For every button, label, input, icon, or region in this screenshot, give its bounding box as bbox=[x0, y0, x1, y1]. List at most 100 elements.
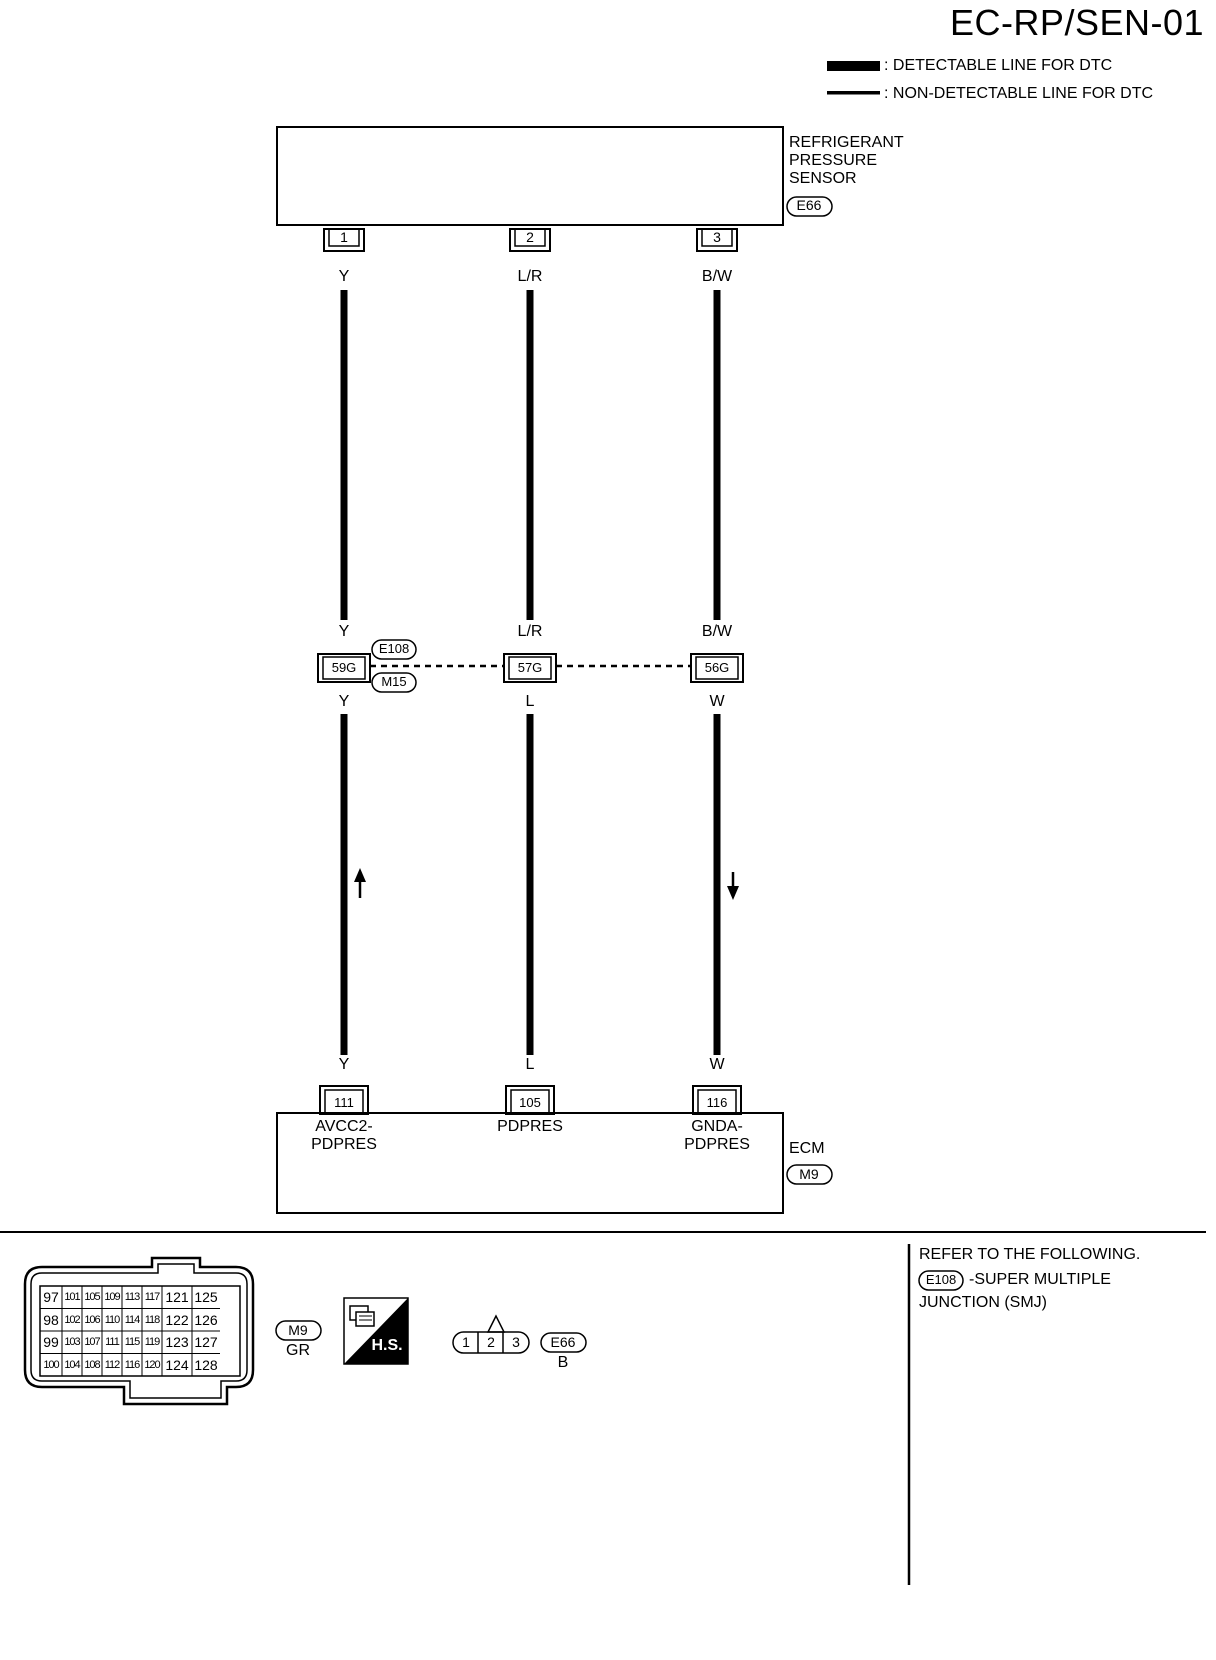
m9-id-oval bbox=[275, 1320, 322, 1341]
m9-pin-cell: 115 bbox=[124, 1336, 141, 1348]
e66-id: E66 bbox=[550, 1334, 576, 1350]
ecm-pin-105-label: 105 bbox=[519, 1095, 541, 1110]
m9-pin-cell: 106 bbox=[84, 1313, 100, 1326]
junction-connector-m15: M15 bbox=[381, 674, 407, 689]
junction-color-top-3: B/W bbox=[701, 623, 733, 640]
m9-pin-cell: 118 bbox=[144, 1313, 161, 1326]
ecm-box bbox=[276, 1112, 784, 1214]
m9-pin-cell: 98 bbox=[43, 1311, 59, 1328]
m9-pin-cell: 116 bbox=[124, 1358, 141, 1371]
harness-side-icon bbox=[343, 1297, 409, 1365]
m9-pin-cell: 100 bbox=[43, 1358, 59, 1371]
legend-detectable-label: : DETECTABLE LINE FOR DTC bbox=[884, 57, 1113, 74]
note-line1: REFER TO THE FOLLOWING. bbox=[919, 1246, 1141, 1263]
note-ref-connector: E108 bbox=[925, 1272, 957, 1287]
sensor-pin-3-label: 3 bbox=[713, 229, 721, 245]
m9-pin-cell: 119 bbox=[144, 1336, 161, 1348]
ecm-pin-label-1: AVCC2- PDPRES bbox=[311, 1118, 377, 1154]
junction-pin-57g bbox=[503, 653, 557, 683]
ecm-pin-label-3-line1: GNDA- bbox=[691, 1118, 743, 1135]
sensor-connector-id: E66 bbox=[796, 197, 822, 213]
m9-pin-cell: 101 bbox=[64, 1291, 80, 1303]
m9-pin-cell: 102 bbox=[64, 1313, 80, 1326]
junction-color-bottom-1: Y bbox=[338, 693, 350, 710]
m9-id: M9 bbox=[288, 1322, 308, 1338]
sensor-pin-1 bbox=[323, 228, 365, 252]
m9-pin-cell: 105 bbox=[84, 1291, 100, 1303]
arrow-down-icon bbox=[727, 872, 739, 900]
sensor-name-line1: REFRIGERANT bbox=[789, 134, 904, 151]
sensor-pin-2-label: 2 bbox=[526, 229, 534, 245]
wire-color-bottom-3: W bbox=[709, 1056, 725, 1073]
sensor-pin-1-label: 1 bbox=[340, 229, 348, 245]
m9-pin-cell: 124 bbox=[165, 1356, 189, 1373]
m9-pin-cell: 108 bbox=[84, 1358, 100, 1371]
page-title: EC-RP/SEN-01 bbox=[949, 2, 1204, 43]
sensor-connector-oval bbox=[786, 196, 833, 217]
ecm-pin-116-label: 116 bbox=[706, 1095, 728, 1110]
junction-connector-e108: E108 bbox=[378, 641, 410, 656]
wire-color-top-2: L/R bbox=[517, 268, 543, 285]
junction-color-bottom-3: W bbox=[709, 693, 725, 710]
e66-pin-2: 2 bbox=[487, 1334, 495, 1350]
m9-pin-cell: 104 bbox=[64, 1358, 80, 1371]
ecm-pin-label-1-line2: PDPRES bbox=[311, 1136, 377, 1153]
e66-id-oval bbox=[540, 1332, 587, 1353]
m9-pin-cell: 126 bbox=[194, 1311, 218, 1328]
sensor-pin-2 bbox=[509, 228, 551, 252]
junction-connector-oval-e108 bbox=[371, 639, 417, 660]
sensor-box bbox=[276, 126, 784, 226]
m9-pin-cell: 117 bbox=[144, 1291, 161, 1303]
hs-label: H.S. bbox=[371, 1337, 403, 1354]
m9-color: GR bbox=[286, 1342, 310, 1359]
e66-pin-3: 3 bbox=[512, 1334, 520, 1350]
ecm-pin-label-2-line1: PDPRES bbox=[497, 1118, 563, 1135]
ecm-pin-label-1-line1: AVCC2- bbox=[315, 1118, 373, 1135]
legend-non-detectable-swatch bbox=[827, 91, 880, 95]
ecm-name: ECM bbox=[789, 1140, 825, 1157]
m9-pin-cell: 128 bbox=[194, 1356, 218, 1373]
ecm-pin-label-3-line2: PDPRES bbox=[684, 1136, 750, 1153]
m9-pin-cell: 110 bbox=[104, 1313, 121, 1326]
m9-grid-lines bbox=[40, 1286, 220, 1376]
ecm-pin-111-label: 111 bbox=[334, 1095, 354, 1110]
m9-pin-cell: 99 bbox=[43, 1334, 59, 1350]
m9-pin-cell: 122 bbox=[165, 1311, 189, 1328]
junction-color-top-1: Y bbox=[338, 623, 350, 640]
legend-non-detectable-label: : NON-DETECTABLE LINE FOR DTC bbox=[884, 85, 1154, 102]
wire-color-top-1: Y bbox=[338, 268, 350, 285]
junction-pin-59g bbox=[317, 653, 371, 683]
m9-pin-cell: 111 bbox=[105, 1336, 120, 1348]
legend-detectable-swatch bbox=[827, 61, 880, 71]
junction-connector-oval-m15 bbox=[371, 672, 417, 693]
junction-pin-59g-label: 59G bbox=[331, 660, 357, 675]
sensor-name: REFRIGERANT PRESSURE SENSOR bbox=[789, 134, 904, 188]
note-line3: JUNCTION (SMJ) bbox=[919, 1294, 1047, 1311]
wire-color-top-3: B/W bbox=[701, 268, 733, 285]
e66-connector-face bbox=[452, 1314, 530, 1354]
m9-pin-cell: 109 bbox=[104, 1291, 120, 1303]
ecm-pin-label-2: PDPRES bbox=[497, 1118, 563, 1136]
junction-pin-56g bbox=[690, 653, 744, 683]
wire-color-bottom-2: L bbox=[525, 1056, 535, 1073]
ecm-pin-label-3: GNDA- PDPRES bbox=[684, 1118, 750, 1154]
m9-pin-cell: 97 bbox=[43, 1289, 59, 1305]
junction-color-top-2: L/R bbox=[517, 623, 543, 640]
e66-pin-1: 1 bbox=[462, 1334, 470, 1350]
ecm-connector-id: M9 bbox=[799, 1166, 819, 1182]
m9-pin-cell: 113 bbox=[124, 1291, 141, 1303]
m9-pin-cell: 127 bbox=[194, 1334, 218, 1350]
sensor-name-line2: PRESSURE bbox=[789, 152, 878, 169]
note-ref-text: -SUPER MULTIPLE bbox=[969, 1271, 1111, 1288]
junction-pin-57g-label: 57G bbox=[517, 660, 543, 675]
m9-pin-cell: 114 bbox=[124, 1313, 141, 1326]
sensor-name-line3: SENSOR bbox=[789, 170, 857, 187]
m9-pin-cell: 121 bbox=[165, 1289, 189, 1305]
sensor-pin-3 bbox=[696, 228, 738, 252]
note-ref-oval bbox=[918, 1270, 964, 1291]
m9-pin-cell: 103 bbox=[64, 1336, 80, 1348]
m9-pin-cell: 120 bbox=[144, 1358, 160, 1371]
m9-pin-cell: 125 bbox=[194, 1289, 218, 1305]
junction-color-bottom-2: L bbox=[525, 693, 535, 710]
